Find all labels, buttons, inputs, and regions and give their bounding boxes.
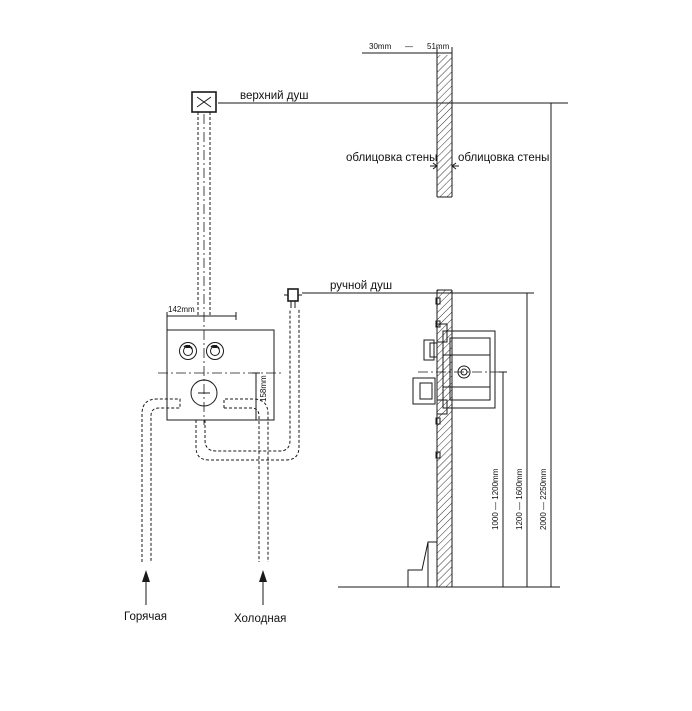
- side-handle-icon: [412, 377, 436, 405]
- dim-height-range-1: 1000 — 1200mm: [491, 468, 500, 530]
- height-dim-lines: [499, 102, 555, 588]
- dim-height-range-2: 1200 — 1600mm: [515, 468, 524, 530]
- side-wall-section: [436, 289, 453, 587]
- dim-box-height-line: [252, 372, 260, 421]
- side-valve-icon: [423, 339, 438, 361]
- valve-knob-left-icon: [179, 342, 197, 360]
- dim-box-width: 142mm: [168, 305, 195, 314]
- cold-water-pipe: [223, 398, 269, 562]
- mixer-box: [166, 329, 275, 421]
- dim-wall-thickness-max: 51mm: [427, 42, 450, 51]
- dim-height-range-3: 2000 — 2250mm: [539, 468, 548, 530]
- cold-inlet-arrow-icon: [259, 570, 267, 605]
- mixer-side-body: [436, 323, 496, 415]
- valve-knob-right-icon: [206, 342, 224, 360]
- cladding-arrows: [430, 162, 459, 170]
- hot-water-pipe: [141, 398, 181, 562]
- wall-hatch-top: [437, 55, 452, 197]
- label-hot: Горячая: [124, 611, 167, 623]
- label-wall-cladding-right: облицовка стены: [458, 152, 549, 164]
- label-wall-cladding-left: облицовка стены: [346, 152, 437, 164]
- wall-plug-details: [435, 297, 441, 459]
- dim-box-height: 158mm: [259, 375, 268, 402]
- hot-inlet-arrow-icon: [142, 570, 150, 605]
- hand-shower-pipe: [195, 309, 300, 461]
- label-cold: Холодная: [234, 613, 286, 625]
- hand-shower-outlet-icon: [284, 288, 302, 308]
- label-hand-shower: ручной душ: [330, 280, 392, 292]
- thermostat-knob-icon: [190, 379, 218, 407]
- label-top-shower: верхний душ: [240, 90, 308, 102]
- dim-wall-thickness-min: 30mm: [369, 42, 392, 51]
- top-shower-outlet-icon: [191, 91, 217, 113]
- floor-tray: [407, 541, 437, 587]
- top-wall-section: [362, 47, 453, 198]
- dim-dash: —: [405, 42, 413, 51]
- dim-box-width-line: [166, 312, 237, 330]
